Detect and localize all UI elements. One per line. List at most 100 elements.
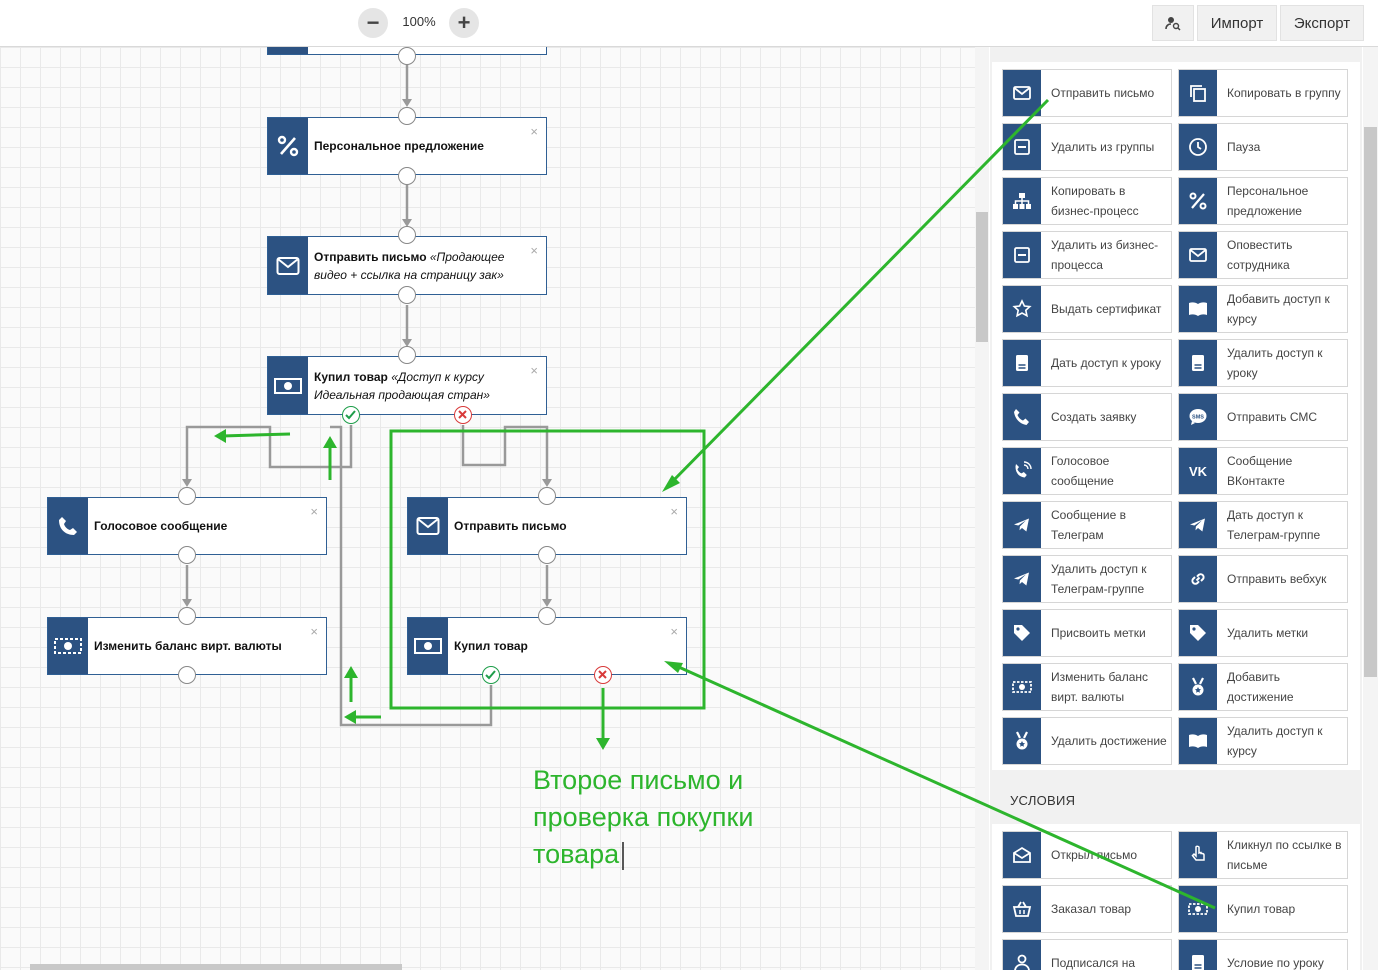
flow-node-change-balance[interactable]: Изменить баланс вирт. валюты × (47, 617, 327, 675)
canvas-vertical-scrollbar[interactable] (975, 47, 989, 970)
yes-port[interactable] (342, 406, 360, 424)
condition-tile[interactable]: Открыл письмо (1002, 831, 1172, 879)
node-port[interactable] (178, 666, 196, 684)
action-tile[interactable]: Копировать в бизнес-процесс (1002, 177, 1172, 225)
action-tile[interactable]: Пауза (1178, 123, 1348, 171)
node-text: Персональное предложение (314, 139, 484, 153)
import-button[interactable]: Импорт (1197, 5, 1277, 41)
zoom-in-button[interactable]: + (449, 8, 479, 38)
tile-label: Отправить СМС (1227, 410, 1318, 424)
tile-label: Голосовое сообщение (1051, 454, 1114, 488)
check-icon (345, 410, 356, 420)
flow-canvas[interactable]: Персональное предложение × Отправить пис… (0, 47, 975, 970)
close-icon[interactable]: × (530, 124, 538, 139)
action-tile[interactable]: Копировать в группу (1178, 69, 1348, 117)
node-port[interactable] (178, 487, 196, 505)
scrollbar-thumb[interactable] (976, 212, 988, 342)
node-port[interactable] (538, 487, 556, 505)
action-tile[interactable]: Удалить доступ к Телеграм-группе (1002, 555, 1172, 603)
node-text: Отправить письмо «Продающее видео + ссыл… (314, 249, 505, 282)
close-icon[interactable]: × (310, 624, 318, 639)
telegram-icon (1003, 556, 1041, 602)
action-tile[interactable]: Удалить доступ к уроку (1178, 339, 1348, 387)
envelope-icon (1003, 70, 1041, 116)
tile-label: Кликнул по ссылке в письме (1227, 838, 1342, 872)
zoom-out-button[interactable]: − (358, 8, 388, 38)
flow-node-send-letter[interactable]: Отправить письмо «Продающее видео + ссыл… (267, 236, 547, 295)
node-text: Купил товар «Доступ к курсу Идеальная пр… (314, 369, 490, 402)
node-port[interactable] (178, 607, 196, 625)
tile-label: Удалить доступ к Телеграм-группе (1051, 562, 1147, 596)
condition-tile[interactable]: Условие по уроку (1178, 939, 1348, 970)
yes-port[interactable] (482, 666, 500, 684)
panel-vertical-scrollbar[interactable] (1363, 47, 1378, 970)
node-port[interactable] (178, 546, 196, 564)
action-tile[interactable]: Оповестить сотрудника (1178, 231, 1348, 279)
tile-label: Открыл письмо (1051, 848, 1138, 862)
action-tile[interactable]: Удалить метки (1178, 609, 1348, 657)
node-port[interactable] (398, 226, 416, 244)
percent-icon (268, 118, 308, 174)
node-port[interactable] (398, 286, 416, 304)
action-tile[interactable]: Сообщение в Телеграм (1002, 501, 1172, 549)
action-tile[interactable]: Отправить вебхук (1178, 555, 1348, 603)
node-port[interactable] (398, 346, 416, 364)
user-search-icon (1165, 17, 1181, 31)
check-icon (485, 670, 496, 680)
conditions-title: УСЛОВИЯ (1010, 793, 1076, 808)
action-tile[interactable]: Дать доступ к Телеграм-группе (1178, 501, 1348, 549)
action-tile[interactable]: Удалить доступ к курсу (1178, 717, 1348, 765)
scrollbar-thumb[interactable] (1364, 127, 1377, 677)
condition-tile[interactable]: Купил товар (1178, 885, 1348, 933)
close-icon[interactable]: × (530, 243, 538, 258)
node-port[interactable] (538, 607, 556, 625)
vk-icon: VK (1179, 448, 1217, 494)
node-port[interactable] (538, 546, 556, 564)
tile-label: Создать заявку (1051, 410, 1137, 424)
flow-node-personal-offer[interactable]: Персональное предложение × (267, 117, 547, 175)
user-search-button[interactable] (1152, 5, 1194, 41)
node-port[interactable] (398, 47, 416, 65)
action-tile[interactable]: Удалить из бизнес-процесса (1002, 231, 1172, 279)
tile-label: Оповестить сотрудника (1227, 238, 1293, 272)
action-tile[interactable]: Удалить достижение (1002, 717, 1172, 765)
action-tile[interactable]: Изменить баланс вирт. валюты (1002, 663, 1172, 711)
no-port[interactable] (594, 666, 612, 684)
no-port[interactable] (454, 406, 472, 424)
tile-label: Добавить достижение (1227, 670, 1294, 704)
condition-tile[interactable]: Подписался на (1002, 939, 1172, 970)
tile-label: Копировать в группу (1227, 86, 1341, 100)
action-tile[interactable]: Персональное предложение (1178, 177, 1348, 225)
node-port[interactable] (398, 167, 416, 185)
action-tile[interactable]: Голосовое сообщение (1002, 447, 1172, 495)
lesson-icon (1179, 940, 1217, 970)
flow-node-voice-message[interactable]: Голосовое сообщение × (47, 497, 327, 555)
close-icon[interactable]: × (530, 363, 538, 378)
action-tile[interactable]: Добавить достижение (1178, 663, 1348, 711)
condition-tile[interactable]: Кликнул по ссылке в письме (1178, 831, 1348, 879)
flow-node-bought-product[interactable]: Купил товар «Доступ к курсу Идеальная пр… (267, 356, 547, 415)
action-tile[interactable]: Дать доступ к уроку (1002, 339, 1172, 387)
envelope-icon (1179, 232, 1217, 278)
node-port[interactable] (398, 107, 416, 125)
money-icon (48, 618, 88, 674)
action-tile[interactable]: Присвоить метки (1002, 609, 1172, 657)
action-tile[interactable]: Создать заявку (1002, 393, 1172, 441)
tile-label: Купил товар (1227, 902, 1296, 916)
action-tile[interactable]: Отправить письмо (1002, 69, 1172, 117)
export-button[interactable]: Экспорт (1280, 5, 1364, 41)
action-tile[interactable]: Удалить из группы (1002, 123, 1172, 171)
canvas-horizontal-scrollbar[interactable] (30, 964, 402, 970)
money-icon (1003, 664, 1041, 710)
voice-icon (48, 498, 88, 554)
tile-label: Удалить из группы (1051, 140, 1155, 154)
action-tile[interactable]: Добавить доступ к курсу (1178, 285, 1348, 333)
condition-tile[interactable]: Заказал товар (1002, 885, 1172, 933)
link-icon (1179, 556, 1217, 602)
close-icon[interactable]: × (310, 504, 318, 519)
tile-label: Отправить письмо (1051, 86, 1155, 100)
connector-lines (182, 65, 552, 727)
action-tile[interactable]: Выдать сертификат (1002, 285, 1172, 333)
